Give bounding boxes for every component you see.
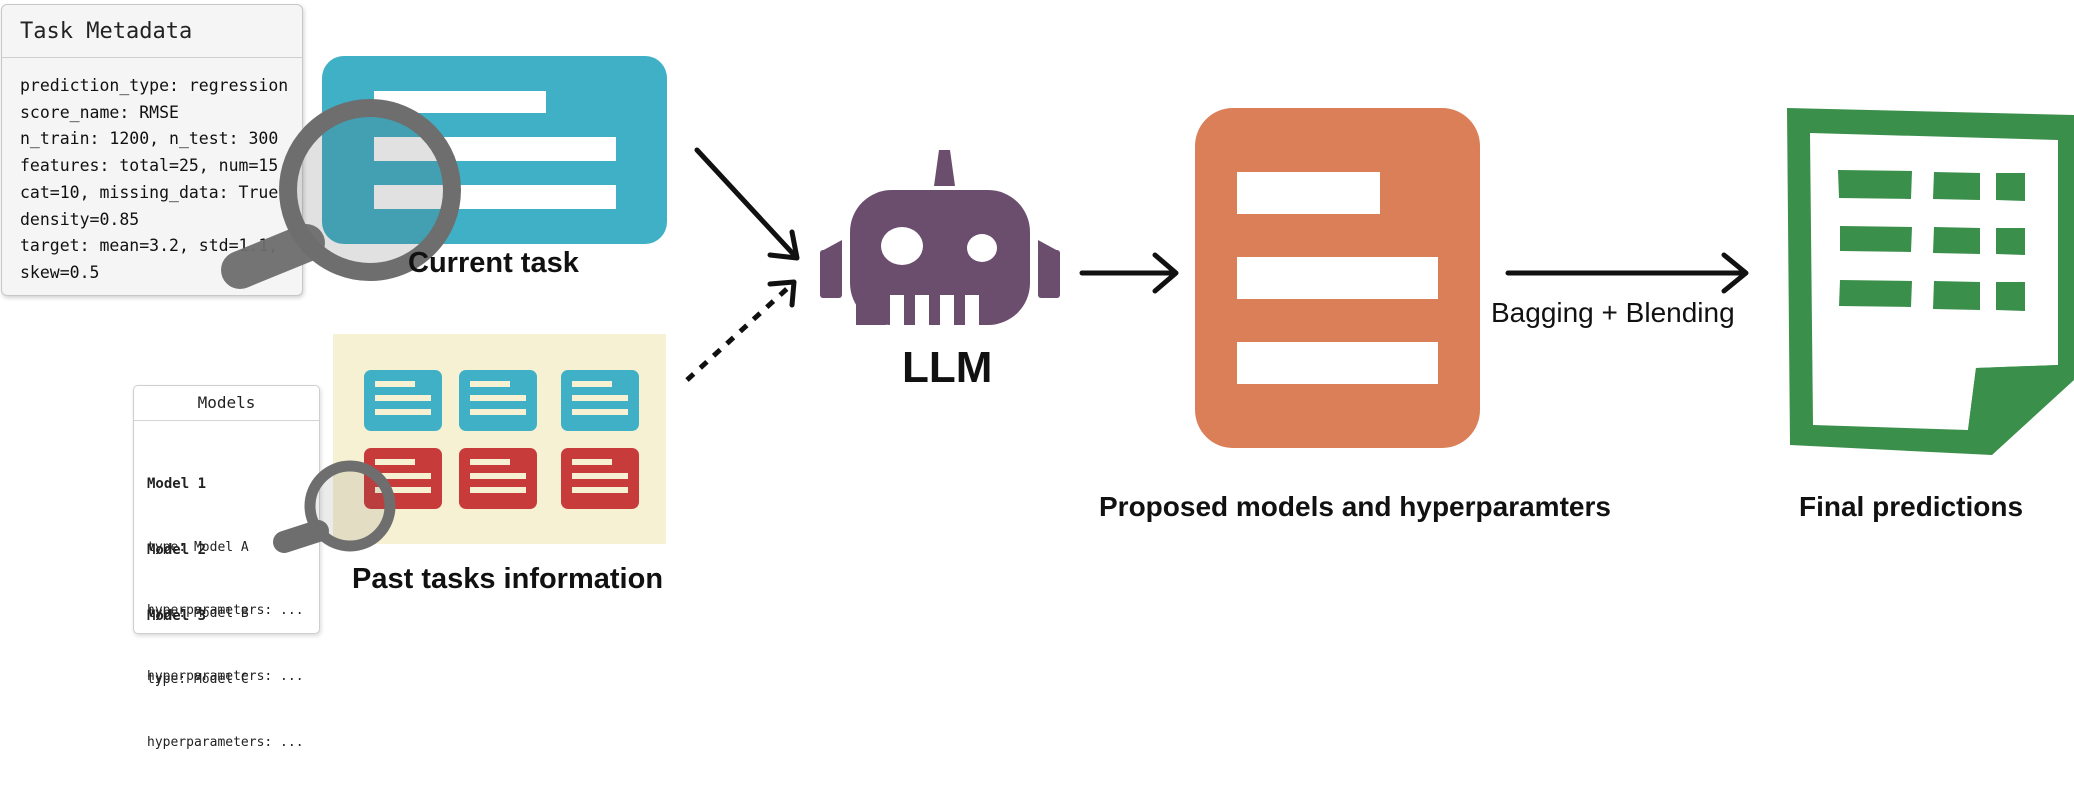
llm-label: LLM (902, 343, 993, 392)
past-model-card (459, 448, 537, 509)
arrow-current-to-llm (694, 147, 800, 261)
task-metadata-lines: prediction_type: regression score_name: R… (20, 73, 288, 287)
robot-icon (820, 150, 1060, 325)
arrow-llm-to-proposed (1079, 252, 1179, 294)
models-panel-title: Models (197, 393, 256, 412)
arrow-past-to-llm (685, 279, 797, 382)
model-name: Model 2 (147, 542, 207, 558)
model-type: type: Model C (147, 672, 249, 687)
past-model-card (364, 448, 442, 509)
model-type: type: Model B (147, 606, 249, 621)
metadata-line: features: total=25, num=15, (20, 156, 289, 176)
proposed-models-label: Proposed models and hyperparamters (1099, 491, 1611, 522)
metadata-line: target: mean=3.2, std=1.1, (20, 236, 279, 256)
past-task-card (364, 370, 442, 431)
bagging-blending-label: Bagging + Blending (1491, 297, 1735, 328)
metadata-line: prediction_type: regression (20, 76, 289, 95)
past-tasks-panel (333, 334, 666, 544)
models-panel: Models Model 1 type: Model A hyperparame… (133, 385, 320, 750)
model-name: Model 1 (147, 476, 207, 492)
metadata-line: n_train: 1200, n_test: 300 (20, 129, 279, 149)
metadata-line: density=0.85 (20, 209, 140, 229)
model-item: Model 1 type: Model A hyperparameters: .… (147, 432, 304, 663)
past-model-card (561, 448, 639, 509)
past-task-card (561, 370, 639, 431)
model-hyperparameters: hyperparameters: ... (147, 735, 304, 750)
model-hyperparameters: hyperparameters: ... (147, 603, 304, 618)
metadata-line: cat=10, missing_data: True (20, 182, 279, 202)
spreadsheet-icon (1787, 108, 2074, 455)
past-tasks-label: Past tasks information (352, 563, 664, 595)
current-task-card (322, 56, 667, 244)
task-metadata-title: Task Metadata (20, 19, 193, 44)
past-task-card (459, 370, 537, 431)
model-item: Model 3 type: Model C hyperparameters: .… (147, 564, 304, 795)
arrow-proposed-to-final (1505, 252, 1749, 294)
final-predictions-label: Final predictions (1799, 491, 2024, 522)
document-icon (1195, 108, 1480, 448)
model-name: Model 3 (147, 608, 207, 624)
task-metadata-panel: Task Metadata prediction_type: regressio… (1, 4, 303, 296)
metadata-line: skew=0.5 (20, 262, 100, 282)
current-task-label: Current task (408, 247, 579, 279)
metadata-line: score_name: RMSE (20, 102, 179, 122)
model-type: type: Model A (147, 540, 249, 555)
